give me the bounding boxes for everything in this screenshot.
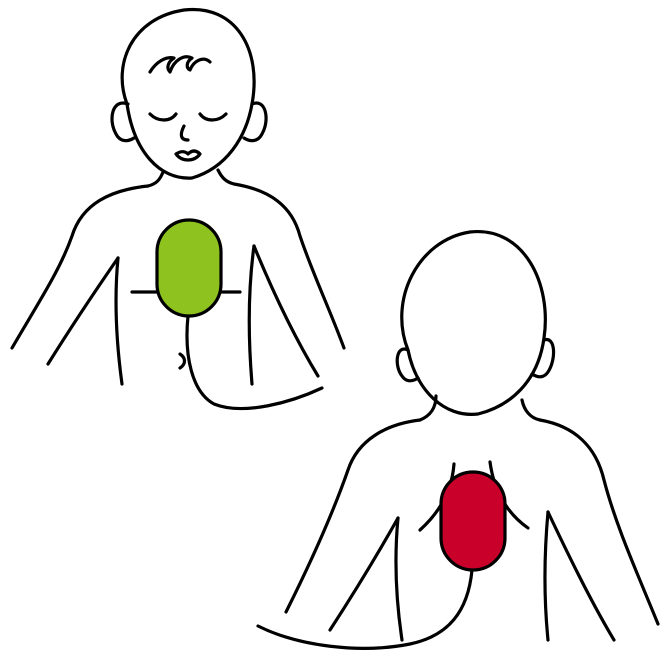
navel — [180, 354, 185, 368]
front-pad-green — [157, 220, 221, 316]
front-right-inner-arm — [254, 246, 318, 376]
front-right-torso-side — [249, 246, 254, 384]
mouth — [176, 151, 200, 160]
back-neck-right — [522, 400, 540, 420]
front-neck-right — [218, 170, 234, 184]
back-left-torso-side — [396, 518, 402, 640]
back-pad-cable — [258, 570, 472, 648]
hair-curls — [150, 57, 210, 72]
front-neck-left — [148, 172, 163, 186]
front-left-torso-side — [116, 258, 122, 384]
back-pad-red — [441, 472, 505, 570]
front-left-inner-arm — [48, 258, 118, 364]
back-view-figure — [258, 232, 658, 649]
back-right-torso-side — [545, 512, 548, 640]
nose — [181, 126, 188, 140]
front-left-shoulder-arm — [12, 186, 148, 348]
back-right-inner-arm — [548, 512, 614, 640]
front-view-figure — [12, 9, 344, 408]
back-left-shoulder-arm — [286, 420, 420, 612]
back-left-inner-arm — [330, 518, 398, 630]
front-pad-cable — [187, 316, 322, 409]
left-eye-closed — [150, 114, 176, 120]
back-right-shoulder-arm — [540, 420, 658, 624]
back-head-outline — [402, 232, 546, 415]
right-eye-closed — [200, 114, 226, 120]
